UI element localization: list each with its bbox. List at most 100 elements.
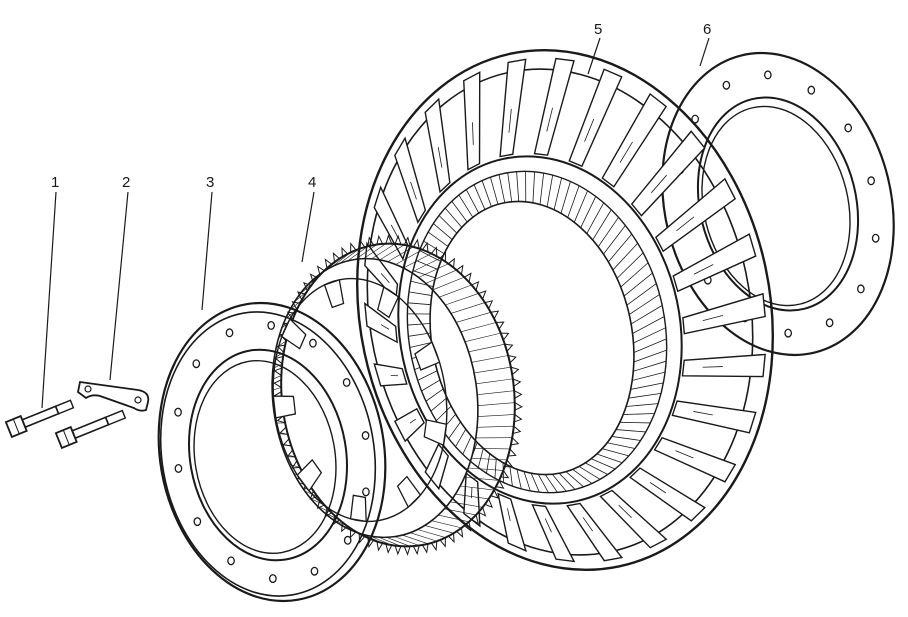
fin-shade: [693, 264, 714, 275]
tooth-face: [460, 485, 495, 491]
inner-tooth: [632, 316, 665, 334]
cooling-fin: [531, 504, 576, 563]
gear-tooth: [309, 490, 318, 500]
inner-tooth: [608, 233, 633, 263]
fin-shade: [676, 216, 695, 232]
tooth-face: [471, 355, 509, 363]
cooling-fin: [424, 97, 451, 194]
gear-tooth: [412, 545, 420, 556]
tooth-face: [464, 332, 501, 342]
bolt-hole: [174, 407, 182, 417]
inner-tooth: [567, 185, 580, 218]
bolt-hole: [309, 338, 317, 348]
fin-shade: [410, 181, 417, 200]
inner-tooth: [507, 172, 513, 202]
inner-tooth: [412, 270, 436, 279]
inner-tooth: [597, 217, 619, 248]
fin-shade: [380, 273, 390, 284]
gear-tooth: [478, 507, 487, 517]
callout-4: 4: [308, 174, 316, 191]
gear-tooth: [439, 537, 446, 548]
inner-tooth: [611, 436, 641, 441]
gear-tooth: [324, 258, 333, 269]
inner-tooth: [553, 177, 563, 210]
bolt-hole: [361, 431, 370, 440]
bolt-hole: [867, 176, 875, 186]
inner-lug: [376, 286, 400, 319]
tooth-face: [275, 340, 287, 348]
gear-tooth: [504, 343, 514, 352]
inner-tooth: [438, 215, 458, 234]
callout-5: 5: [594, 21, 602, 38]
tooth-face: [444, 508, 477, 516]
tooth-face: [464, 476, 500, 481]
tooth-face: [471, 458, 508, 461]
cooling-fin: [568, 68, 623, 168]
callout-3: 3: [206, 174, 214, 191]
gear-tooth: [512, 425, 522, 435]
callout-6: 6: [703, 21, 711, 38]
fin-shade: [380, 324, 390, 330]
inner-tooth: [410, 280, 434, 287]
gear-tooth: [273, 367, 282, 376]
fin-shade: [618, 504, 632, 519]
cooling-fin: [681, 353, 766, 378]
inner-tooth: [473, 184, 486, 210]
tooth-face: [425, 269, 457, 284]
inner-tooth: [626, 283, 657, 306]
toothed-gear-ring-icon: [271, 234, 523, 556]
fin-shade: [702, 366, 723, 368]
inner-tooth: [421, 379, 441, 392]
tooth-face: [325, 256, 343, 271]
bolt-hole: [192, 359, 201, 369]
gear-tooth: [421, 543, 429, 554]
inner-tooth: [633, 360, 667, 372]
gear-tooth: [471, 514, 480, 525]
gear-tooth: [513, 390, 523, 399]
fin-shade: [582, 517, 593, 532]
tooth-face: [438, 514, 470, 523]
gear-outer-teeth: [272, 234, 523, 556]
tooth-face: [468, 343, 505, 353]
inner-tooth: [516, 171, 520, 202]
flange-bolt-holes: [174, 320, 370, 584]
tooth-face: [362, 533, 383, 544]
gear-tooth: [341, 246, 348, 257]
inner-tooth: [551, 474, 567, 492]
fin-shade: [507, 508, 511, 522]
fin-shade: [693, 411, 713, 416]
inner-tooth: [592, 209, 612, 241]
gear-tooth: [412, 238, 420, 249]
gear-tooth: [273, 379, 282, 388]
tooth-face: [477, 402, 515, 406]
inner-tooth: [616, 252, 644, 279]
cooling-fin: [601, 92, 668, 188]
inner-tooth: [626, 403, 659, 407]
gear-tooth: [394, 545, 402, 556]
inner-tooth: [573, 190, 588, 223]
inner-lug: [414, 341, 441, 371]
cooling-fin: [463, 71, 481, 171]
tooth-face: [450, 302, 485, 314]
callout-labels: 1 2 3 4 5 6: [51, 21, 711, 191]
inner-tooth: [586, 202, 605, 234]
inner-tooth: [430, 397, 448, 412]
gear-tooth: [510, 366, 520, 375]
cooling-fin: [599, 489, 668, 549]
inner-tooth: [409, 342, 432, 348]
tooth-face: [281, 443, 292, 447]
inner-tooth: [630, 305, 663, 325]
inner-tooth: [539, 173, 545, 205]
tooth-face: [363, 243, 387, 259]
inner-tooth: [523, 471, 531, 492]
inner-tooth: [615, 429, 646, 433]
bolt-hole: [763, 70, 772, 80]
cooling-fin: [566, 502, 624, 562]
inner-tooth: [444, 207, 463, 228]
tooth-face: [304, 490, 318, 497]
bolt-hole: [343, 535, 352, 545]
tooth-face: [305, 274, 321, 288]
inner-tooth: [544, 474, 558, 493]
inner-tooth: [408, 291, 432, 296]
